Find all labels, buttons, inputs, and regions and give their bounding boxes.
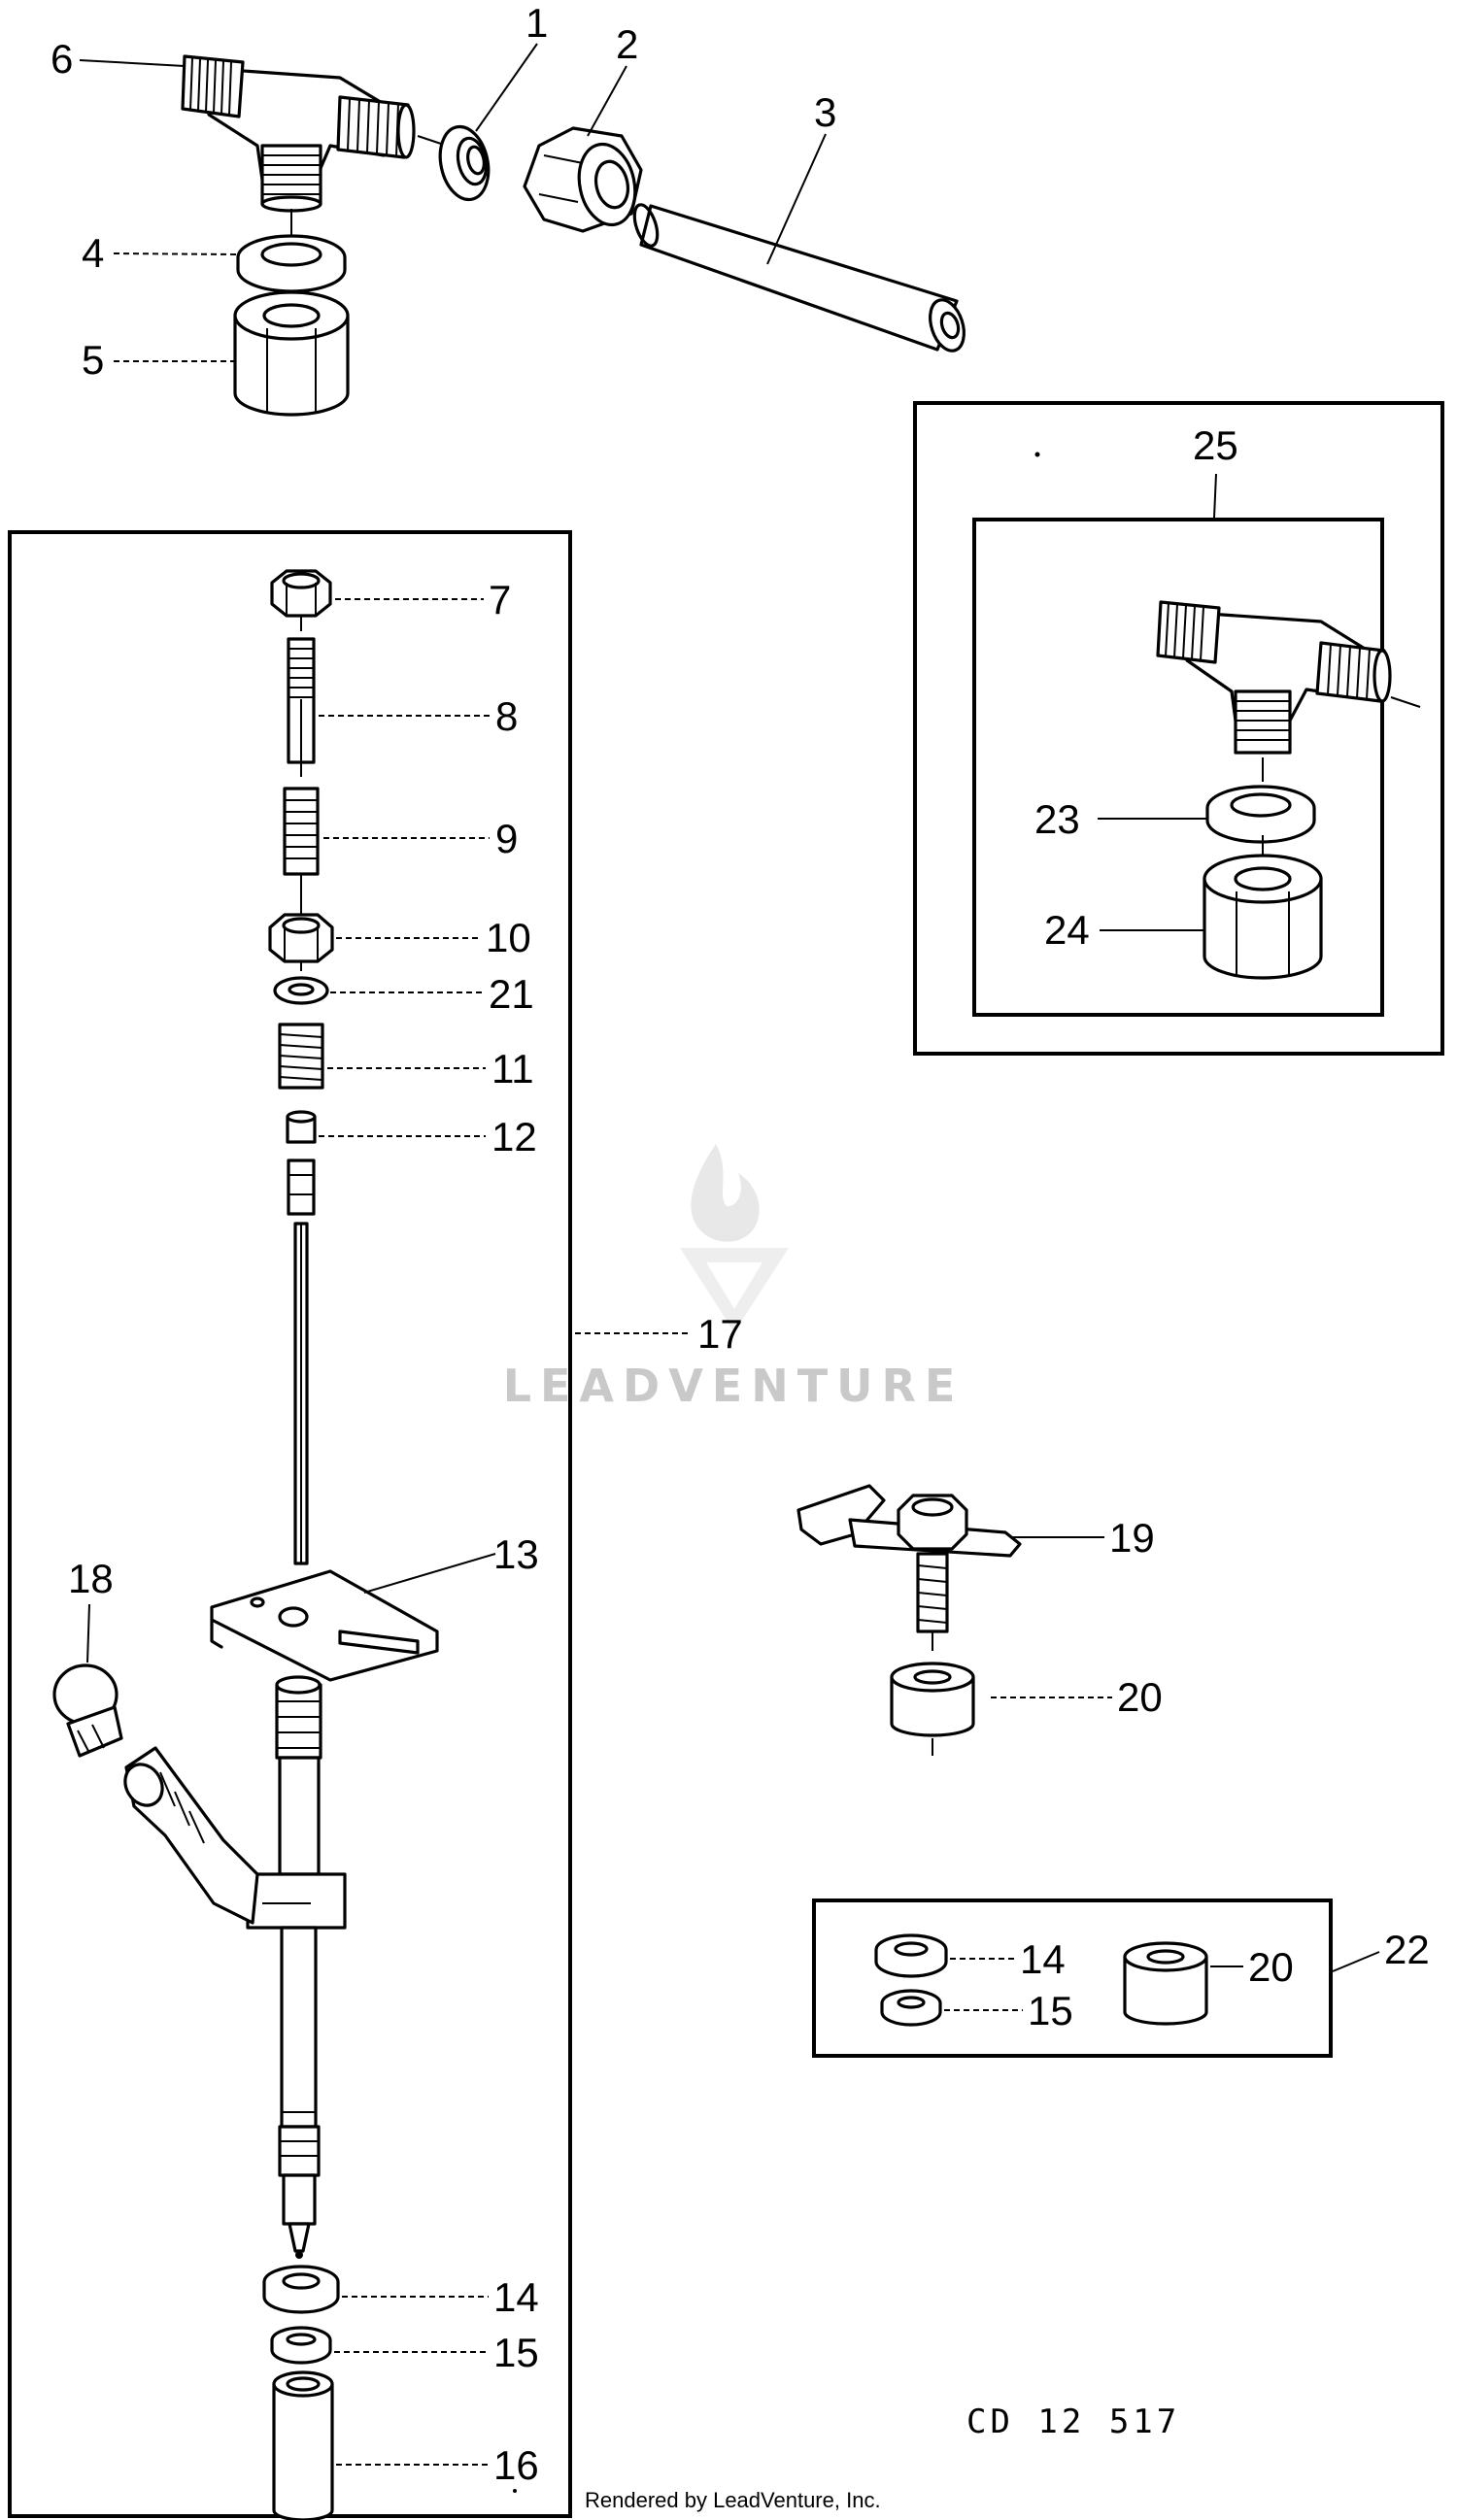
top-callouts: 6 1 2 3 4 5 [51, 0, 836, 383]
callout-13: 13 [493, 1531, 539, 1577]
kit-25-inner-frame [972, 518, 1384, 1017]
watermark-logo [680, 1144, 789, 1332]
part-10-nut [268, 913, 334, 963]
nozzle-body [246, 1675, 347, 2259]
top-tee-bottom-thread [260, 144, 322, 213]
watermark-text: LEADVENTURE [503, 1360, 965, 1412]
callout-1: 1 [525, 0, 548, 46]
nozzle-leakoff-elbow [123, 1746, 259, 1925]
callout-11: 11 [491, 1046, 534, 1092]
part-20-spacer [890, 1662, 975, 1756]
callout-24: 24 [1044, 907, 1090, 953]
part-11-spring [278, 1023, 324, 1090]
callout-6: 6 [51, 36, 73, 82]
part-8-adjusting-screw [287, 637, 316, 764]
callout-17: 17 [697, 1311, 743, 1357]
part-4-washer [236, 234, 347, 293]
part-14-washer [262, 2265, 340, 2314]
kit-25-tee-fitting [1156, 600, 1421, 782]
callout-20: 20 [1117, 1674, 1163, 1720]
callout-16: 16 [493, 2442, 539, 2488]
top-tee-left-thread [181, 54, 245, 118]
callout-19: 19 [1109, 1515, 1155, 1561]
kit-22-washer-14 [874, 1933, 948, 1978]
callout-5: 5 [82, 337, 104, 383]
nozzle-17-box: 17 [8, 530, 743, 2520]
part-5-cap-nut [233, 290, 350, 417]
part-3-tube [632, 203, 966, 353]
part-23-washer [1205, 785, 1316, 844]
callout-7: 7 [489, 577, 511, 622]
part-7-nut [270, 569, 332, 618]
callout-15-kit: 15 [1028, 1988, 1073, 2033]
part-18-cap [52, 1663, 123, 1758]
callout-25: 25 [1193, 422, 1238, 468]
part-19-clamp [796, 1484, 1022, 1651]
callout-12: 12 [491, 1114, 537, 1159]
part-16-sleeve [272, 2370, 334, 2520]
callout-3: 3 [814, 89, 836, 135]
part-15-washer [270, 2326, 332, 2365]
part-2-nut [523, 126, 643, 233]
part-24-cap-nut [1203, 854, 1323, 980]
top-tee-right-thread [336, 95, 416, 159]
callout-21: 21 [489, 971, 534, 1017]
callout-9: 9 [495, 816, 518, 861]
callout-22: 22 [1384, 1927, 1430, 1972]
part-1-sleeve [438, 124, 491, 202]
part-12-spring-seat [286, 1110, 317, 1144]
kit-22-frame [812, 1898, 1333, 2058]
kit-22-box: 14 15 20 22 [812, 1898, 1430, 2058]
callout-23: 23 [1034, 796, 1080, 842]
part-9-spring-housing [283, 787, 320, 876]
callout-2: 2 [616, 21, 638, 67]
watermark: LEADVENTURE [503, 1144, 965, 1412]
part-21-washer [273, 976, 329, 1005]
kit-25-outer-frame [913, 401, 1444, 1056]
drawing-code: CD 12 517 [966, 2402, 1180, 2441]
callout-18: 18 [68, 1556, 114, 1601]
callout-14-kit: 14 [1020, 1936, 1066, 1982]
part-13-clamp-plate [210, 1569, 439, 1682]
callout-14: 14 [493, 2274, 539, 2320]
callout-4: 4 [82, 230, 104, 276]
footer-credit: Rendered by LeadVenture, Inc. [585, 2488, 881, 2512]
nozzle-spindle [287, 1159, 316, 1565]
kit-25-box: 25 23 24 [913, 401, 1444, 1056]
callout-8: 8 [495, 693, 518, 739]
kit-22-washer-15 [880, 1989, 942, 2027]
kit-22-spacer-20 [1123, 1941, 1208, 2026]
callout-10: 10 [486, 915, 531, 960]
callout-20-kit: 20 [1248, 1944, 1294, 1990]
callout-15: 15 [493, 2330, 539, 2375]
top-tee-assembly [181, 54, 966, 417]
